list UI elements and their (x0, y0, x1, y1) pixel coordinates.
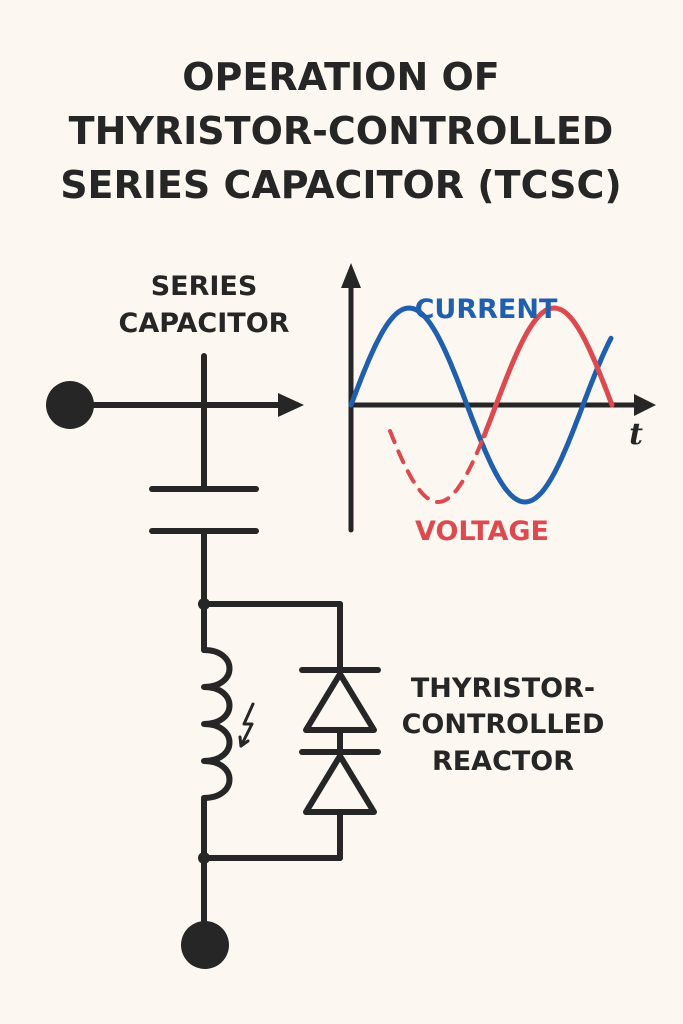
time-axis-label: t (629, 417, 643, 452)
reactor-label: THYRISTOR- CONTROLLED REACTOR (402, 673, 605, 777)
series-capacitor-label: SERIES CAPACITOR (119, 271, 290, 339)
voltage-waveform-dashed (388, 429, 486, 504)
firing-arrow-icon (238, 702, 255, 748)
input-arrow-head (278, 393, 304, 417)
title-line-1: OPERATION OF (182, 55, 500, 99)
title: OPERATION OF THYRISTOR-CONTROLLED SERIES… (60, 55, 622, 207)
output-terminal (181, 921, 229, 969)
vertical-axis-arrow-head (341, 263, 361, 288)
time-axis-arrow-head (634, 394, 656, 416)
voltage-label: VOLTAGE (415, 516, 549, 547)
reactor-label-line-3: REACTOR (432, 746, 574, 777)
reactor-label-line-1: THYRISTOR- (411, 673, 595, 704)
current-label: CURRENT (415, 294, 558, 325)
inductor-coil (201, 647, 233, 801)
title-line-2: THYRISTOR-CONTROLLED (69, 109, 614, 153)
reactor-label-line-2: CONTROLLED (402, 709, 605, 740)
circuit (67, 353, 381, 941)
junction-dot-bottom (198, 852, 210, 864)
title-line-3: SERIES CAPACITOR (TCSC) (60, 163, 622, 207)
series-capacitor-label-line-2: CAPACITOR (119, 308, 290, 339)
series-capacitor-label-line-1: SERIES (151, 271, 258, 302)
junction-dot-top (198, 598, 210, 610)
voltage-waveform (481, 305, 615, 439)
input-terminal (46, 381, 94, 429)
